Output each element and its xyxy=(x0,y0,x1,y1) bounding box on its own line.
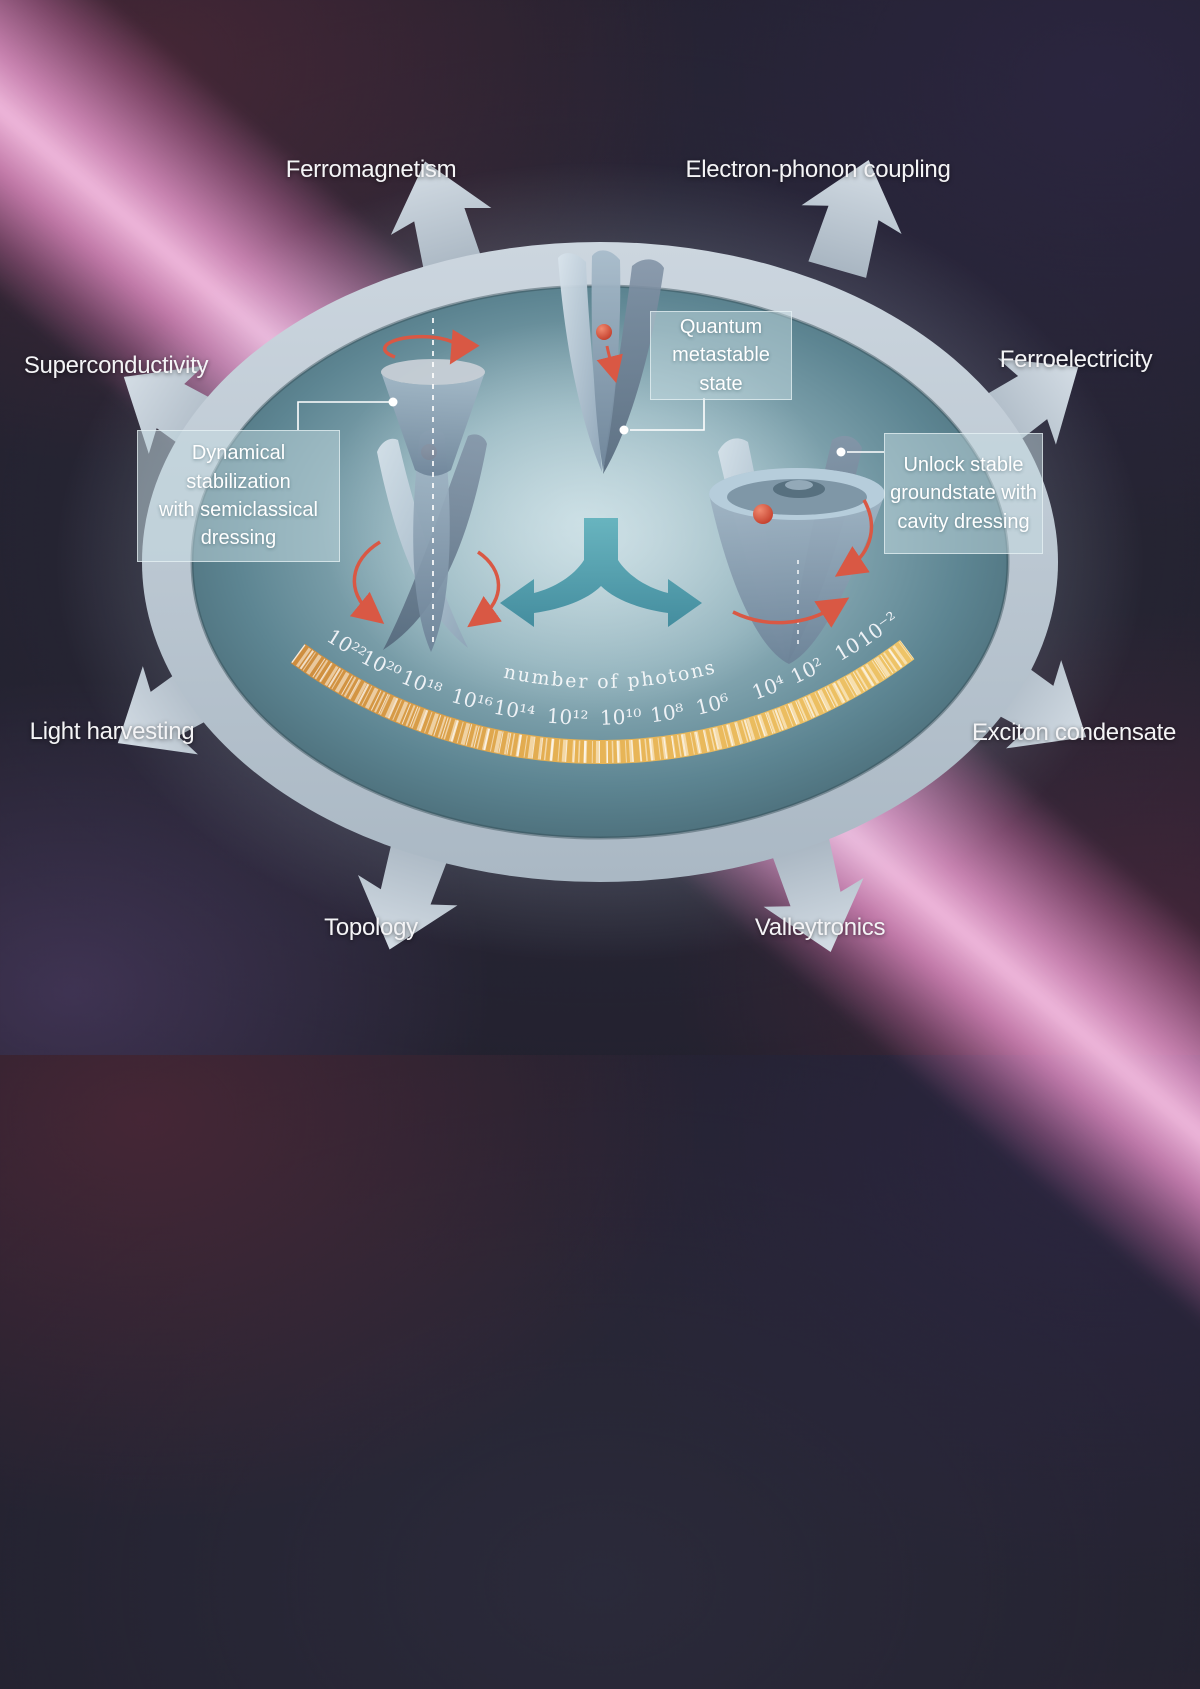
cone-structure-top xyxy=(558,250,664,474)
rotation-arrow-right xyxy=(467,550,502,628)
rotation-arrow-side xyxy=(834,499,874,577)
label-electron-phonon: Electron-phonon coupling xyxy=(685,156,951,183)
tunneling-arrow xyxy=(596,345,623,384)
dressing-cone xyxy=(381,372,485,476)
label-ferromagnetism: Ferromagnetism xyxy=(285,156,457,183)
cone-structure-right xyxy=(709,435,885,664)
label-ferroelectricity: Ferroelectricity xyxy=(999,346,1153,373)
rotation-arrow-bottom xyxy=(732,597,850,628)
rotation-arrow-left xyxy=(349,540,385,624)
scale-ticks xyxy=(291,640,914,763)
gear-diagram: 10²² 10²⁰ 10¹⁸ 10¹⁶ 10¹⁴ 10¹² 10¹⁰ 10⁸ 1… xyxy=(55,145,1145,967)
particle-ball xyxy=(596,324,612,340)
rotation-arrow-top xyxy=(382,329,480,365)
particle-ball xyxy=(753,504,773,524)
scale-label: 10⁸ xyxy=(649,699,685,727)
callout-cavity: Unlock stable groundstate with cavity dr… xyxy=(884,433,1043,554)
hat-body xyxy=(709,468,885,664)
label-topology: Topology xyxy=(324,914,418,941)
scale-label: 10¹² xyxy=(546,704,589,731)
label-superconductivity: Superconductivity xyxy=(23,352,209,379)
callout-metastable: Quantum metastable state xyxy=(650,311,792,400)
callout-dots xyxy=(388,397,846,457)
split-arrow xyxy=(500,518,702,627)
label-exciton-condensate: Exciton condensate xyxy=(971,719,1177,746)
label-valleytronics: Valleytronics xyxy=(754,914,886,941)
scale-label: 10¹⁰ xyxy=(599,704,641,730)
callout-semiclassical: Dynamical stabilization with semiclassic… xyxy=(137,430,340,562)
label-light-harvesting: Light harvesting xyxy=(29,718,195,745)
callout-connectors xyxy=(297,398,884,453)
cone-structure-left xyxy=(349,318,502,652)
